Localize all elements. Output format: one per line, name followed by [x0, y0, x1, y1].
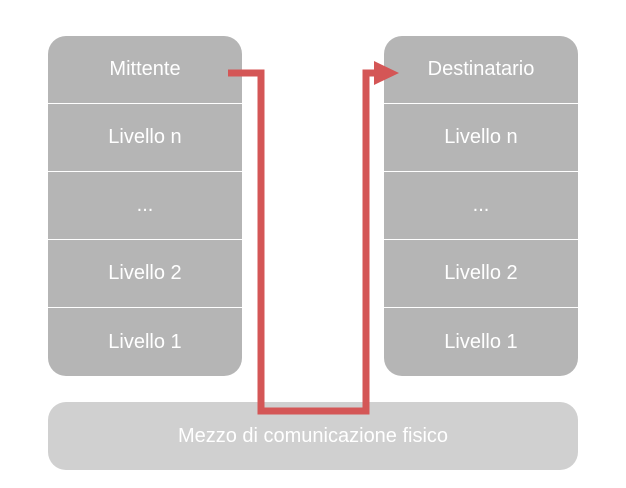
data-flow-path: [228, 69, 380, 415]
receiver-layer-1: Livello 1: [444, 330, 518, 353]
receiver-stack: Destinatario Livello n ... Livello 2 Liv…: [384, 36, 578, 376]
sender-layer-n: Livello n: [48, 104, 242, 172]
sender-stack: Mittente Livello n ... Livello 2 Livello…: [48, 36, 242, 376]
sender-layer-2: Livello 2: [48, 240, 242, 308]
physical-medium: Mezzo di comunicazione fisico: [48, 402, 578, 470]
physical-medium-label: Mezzo di comunicazione fisico: [177, 424, 449, 447]
receiver-layer-ellipsis: ...: [384, 172, 578, 240]
receiver-layer-2: Livello 2: [384, 240, 578, 308]
sender-layer-application: Mittente: [48, 36, 242, 104]
receiver-layer-n: Livello n: [384, 104, 578, 172]
sender-layer-1: Livello 1: [108, 330, 182, 353]
sender-layer-ellipsis: ...: [48, 172, 242, 240]
receiver-layer-application: Destinatario: [384, 36, 578, 104]
